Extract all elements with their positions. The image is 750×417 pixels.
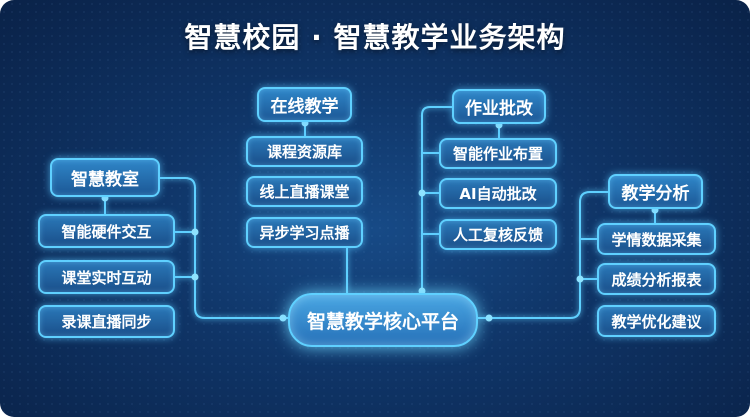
- group-head-teaching-analysis[interactable]: 教学分析: [608, 174, 703, 209]
- connector-homework: [421, 106, 452, 293]
- item-data-collection[interactable]: 学情数据采集: [597, 223, 716, 255]
- item-score-report[interactable]: 成绩分析报表: [597, 263, 716, 295]
- item-course-library[interactable]: 课程资源库: [246, 136, 363, 167]
- group-head-homework[interactable]: 作业批改: [452, 89, 546, 124]
- connector-classroom: [160, 177, 288, 319]
- group-head-smart-classroom[interactable]: 智慧教室: [50, 158, 160, 197]
- group-head-online-teaching[interactable]: 在线教学: [257, 87, 352, 122]
- item-hardware-interaction[interactable]: 智能硬件交互: [38, 214, 175, 248]
- item-manual-review[interactable]: 人工复核反馈: [439, 219, 557, 250]
- item-recording-sync[interactable]: 录课直播同步: [38, 305, 175, 338]
- item-smart-assignment[interactable]: 智能作业布置: [439, 138, 557, 169]
- item-async-vod[interactable]: 异步学习点播: [246, 217, 363, 248]
- connector-analysis: [478, 191, 608, 319]
- item-realtime-interaction[interactable]: 课堂实时互动: [38, 260, 175, 294]
- item-live-class[interactable]: 线上直播课堂: [246, 176, 363, 207]
- item-ai-grading[interactable]: AI自动批改: [439, 178, 557, 209]
- item-optimization-advice[interactable]: 教学优化建议: [597, 305, 716, 337]
- diagram-title: 智慧校园 · 智慧教学业务架构: [184, 21, 566, 54]
- core-platform-node[interactable]: 智慧教学核心平台: [288, 293, 478, 347]
